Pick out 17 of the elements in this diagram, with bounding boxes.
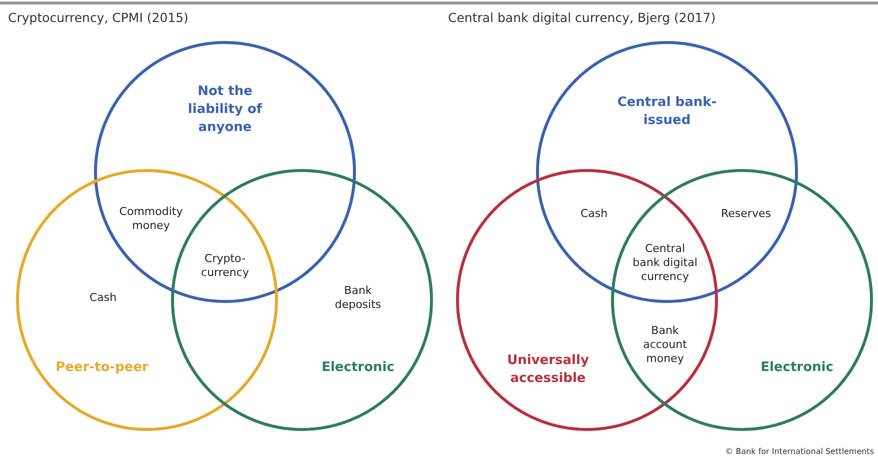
set-label: Electronic [320,359,396,377]
copyright-note: © Bank for International Settlements [725,447,874,456]
chart-title: Cryptocurrency, CPMI (2015) [8,10,188,25]
set-label: Central bank-issued [616,94,718,130]
set-label: Universally accessible [506,352,590,388]
region-label: Bank account money [642,324,688,366]
set-label: Peer-to-peer [54,359,150,377]
region-label: Central bank digital currency [632,242,698,284]
region-label: Crypto-currency [200,252,250,280]
region-label: Reserves [720,207,772,221]
set-label: Electronic [760,359,834,377]
region-label: Bank deposits [334,284,382,312]
region-label: Commodity money [118,205,184,233]
region-label: Cash [88,291,118,305]
chart-title: Central bank digital currency, Bjerg (2017) [448,10,716,25]
region-label: Cash [579,207,609,221]
set-label: Not the liability of anyone [186,83,264,137]
